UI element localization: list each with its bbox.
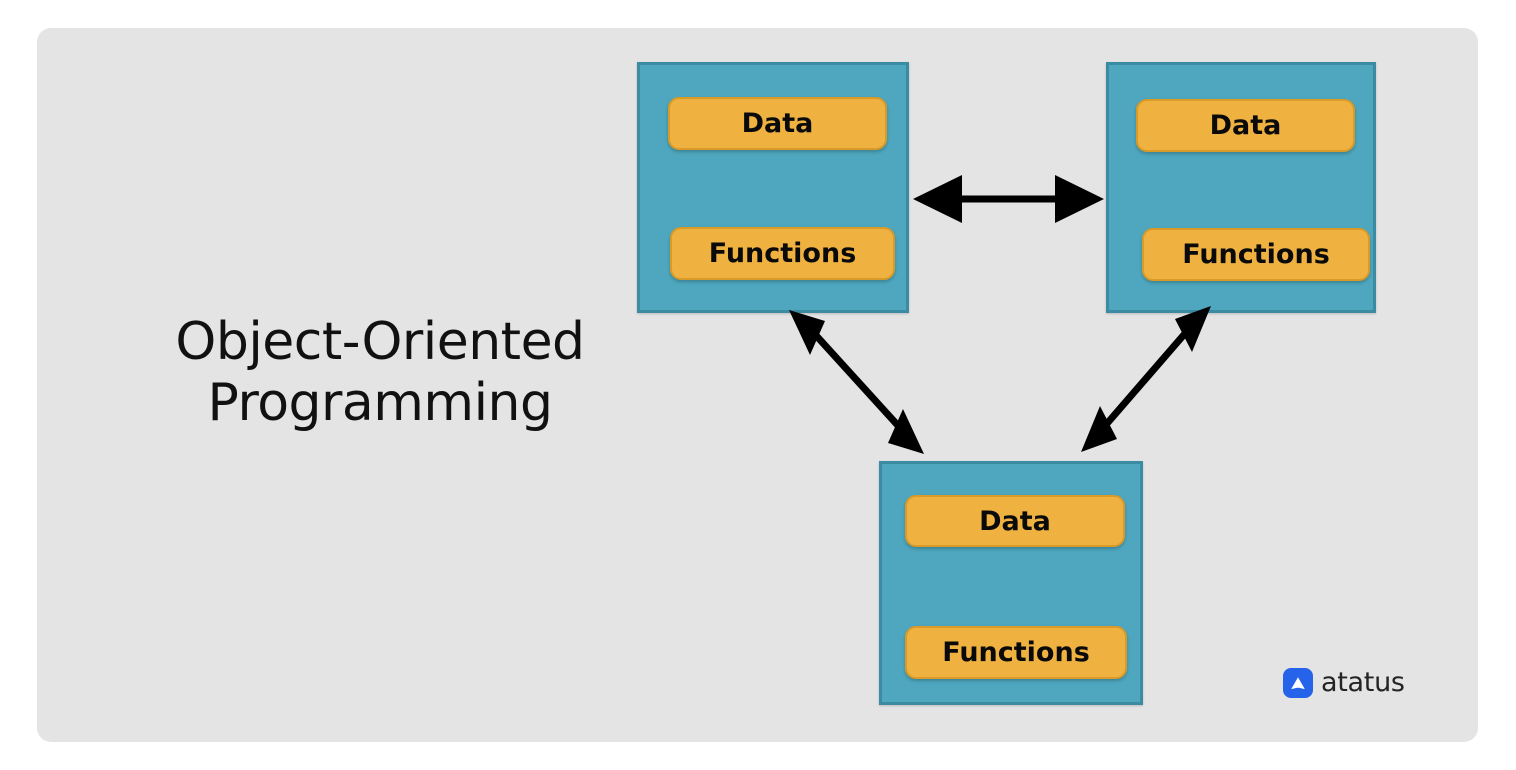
member-pill-functions: Functions [670,227,895,280]
member-pill-data: Data [905,495,1125,547]
member-pill-data: Data [668,97,887,150]
member-pill-label: Data [979,505,1051,537]
member-pill-functions: Functions [905,626,1127,679]
object-box-top-right: Data Functions [1106,62,1376,313]
atatus-logo: atatus [1283,667,1405,698]
member-pill-data: Data [1136,99,1355,152]
atatus-triangle-icon [1283,667,1313,698]
member-pill-label: Functions [942,637,1090,668]
object-box-top-left: Data Functions [637,62,909,313]
member-pill-functions: Functions [1142,228,1370,281]
member-pill-label: Data [1209,110,1282,141]
atatus-wordmark: atatus [1321,667,1405,698]
member-pill-label: Data [741,108,814,139]
member-pill-label: Functions [708,238,857,269]
object-box-bottom: Data Functions [879,461,1143,705]
member-pill-label: Functions [1182,239,1330,270]
page-title: Object-Oriented Programming [175,312,585,434]
